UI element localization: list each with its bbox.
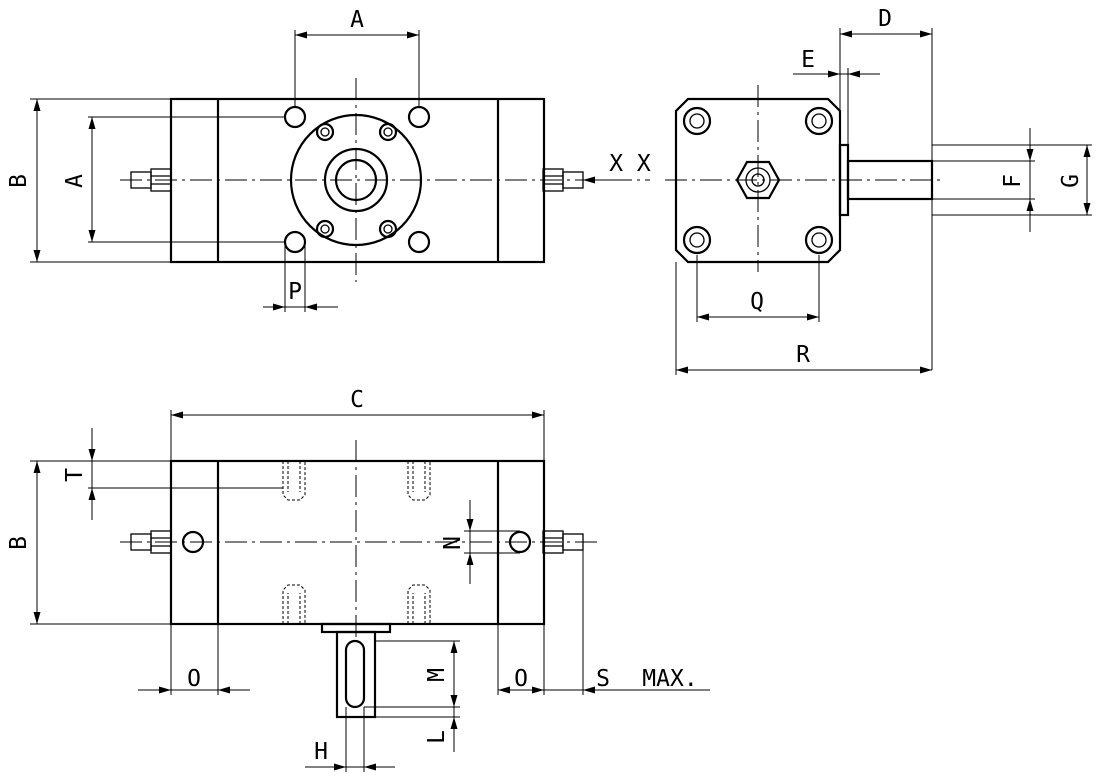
side-view (665, 28, 1092, 375)
label-a-side: A (62, 174, 88, 188)
port-left (181, 530, 205, 554)
right-adjust-screw-top (542, 530, 584, 554)
left-adjust-screw (130, 168, 172, 192)
label-b-front: B (6, 174, 32, 188)
top-view (30, 410, 710, 772)
port-right (508, 530, 532, 554)
label-g: G (1058, 174, 1084, 188)
keyway (344, 639, 366, 709)
label-q: Q (750, 289, 764, 315)
label-o-right: O (514, 666, 528, 692)
label-r: R (796, 342, 810, 368)
output-bore (334, 158, 378, 202)
label-xx: X X (609, 151, 651, 177)
label-h: H (314, 739, 328, 765)
flange-boss (323, 147, 389, 213)
front-view (30, 30, 650, 312)
label-l: L (424, 730, 450, 744)
output-shaft-top (335, 630, 377, 719)
label-max: MAX. (642, 666, 697, 692)
end-cap-plate (674, 97, 842, 264)
center-hex-nut (735, 160, 781, 200)
dimension-labels: A B A P X X D E F G Q R C T B N O O S MA… (6, 6, 1084, 765)
label-p: P (288, 279, 302, 305)
label-d: D (878, 6, 892, 32)
label-t: T (62, 468, 88, 482)
label-n: N (440, 536, 466, 550)
label-f: F (1000, 174, 1026, 188)
label-b-top: B (6, 536, 32, 550)
label-o-left: O (187, 666, 201, 692)
hidden-tapped-holes (282, 461, 431, 624)
label-c: C (350, 387, 364, 413)
side-bolt-holes (682, 106, 834, 255)
label-m: M (424, 668, 450, 682)
label-a-top: A (350, 7, 364, 33)
mounting-flange (289, 113, 423, 247)
left-adjust-screw-top (130, 530, 172, 554)
mounting-holes-inner (315, 122, 398, 239)
label-s: S (596, 666, 610, 692)
label-e: E (801, 47, 815, 73)
